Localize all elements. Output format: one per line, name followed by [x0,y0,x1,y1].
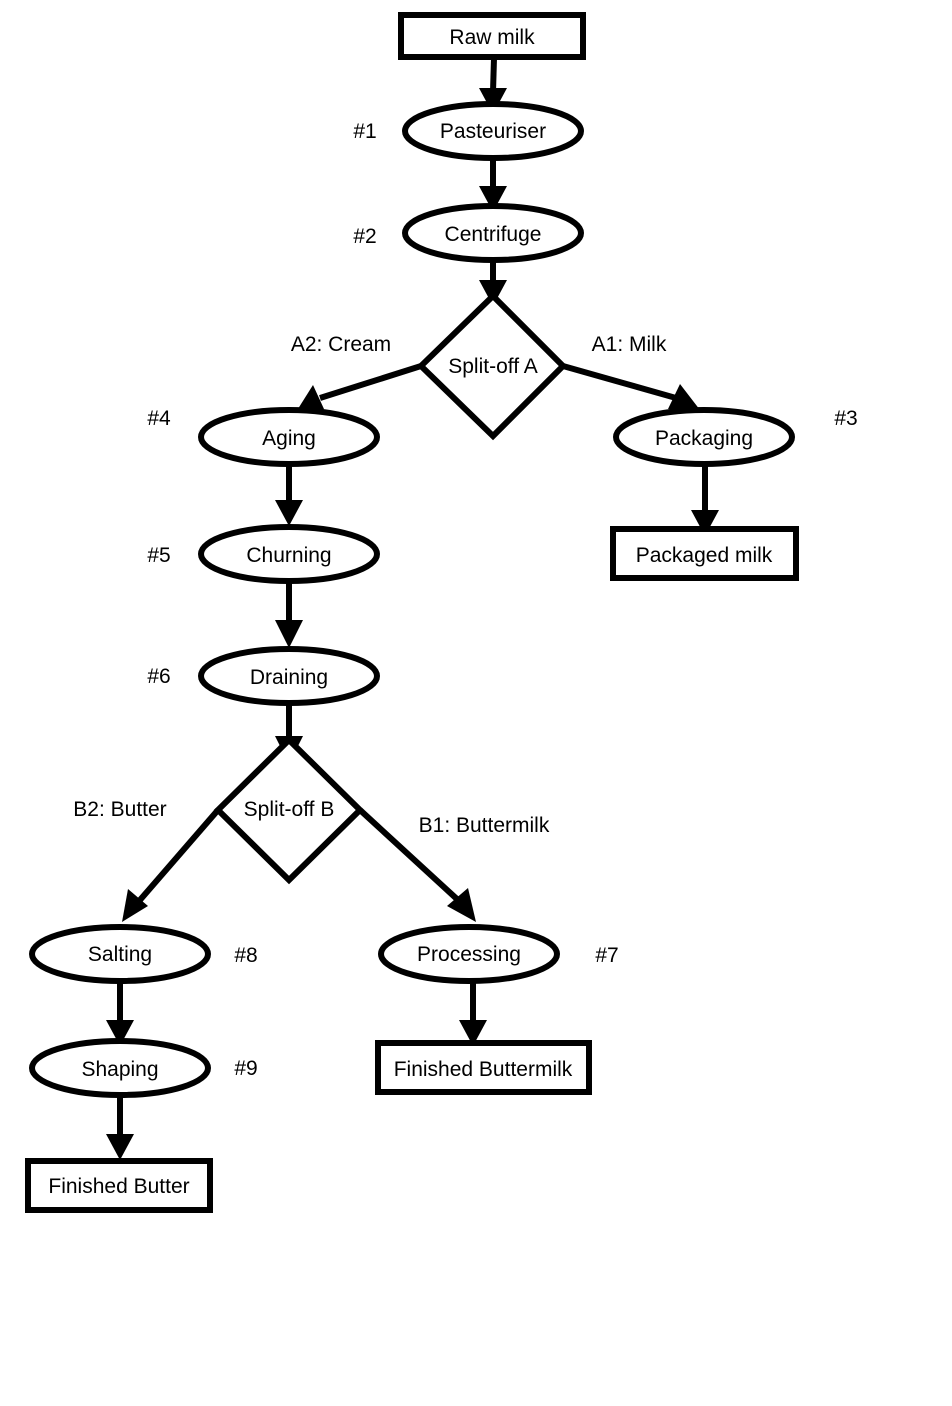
node-aging[interactable]: Aging [198,407,380,467]
node-label: Processing [417,943,521,966]
step-number: #6 [147,665,170,688]
node-salting[interactable]: Salting [29,924,211,984]
node-draining[interactable]: Draining [198,646,380,706]
edge-split-a-to-packaging [562,363,700,410]
node-shaping[interactable]: Shaping [29,1038,211,1098]
edge-label-b2: B2: Butter [73,798,166,821]
node-label: Packaging [655,427,753,450]
edge-churning-to-draining [275,578,303,648]
step-number: #9 [234,1057,257,1080]
node-finished-butter[interactable]: Finished Butter [25,1158,213,1213]
edge-split-a-to-aging [296,363,422,412]
step-number: #5 [147,544,170,567]
node-label: Centrifuge [445,223,542,246]
node-label: Salting [88,943,152,966]
edge-salting-to-shaping [106,978,134,1046]
step-number: #4 [147,407,171,430]
step-number: #2 [353,225,376,248]
node-label: Split-off B [244,798,335,821]
node-raw-milk[interactable]: Raw milk [398,12,586,60]
node-churning[interactable]: Churning [198,524,380,584]
node-packaging[interactable]: Packaging [613,407,795,467]
node-split-off-b[interactable]: Split-off B [213,735,365,885]
node-finished-buttermilk[interactable]: Finished Buttermilk [375,1040,592,1095]
step-number: #1 [353,120,376,143]
node-label: Split-off A [448,355,538,378]
step-number: #7 [595,944,618,967]
edge-aging-to-churning [275,460,303,526]
node-label: Packaged milk [636,544,773,567]
node-label: Pasteuriser [440,120,546,143]
step-number: #8 [234,944,257,967]
node-label: Draining [250,666,328,689]
edge-pasteuriser-to-centrifuge [479,156,507,212]
edge-split-b-to-processing [357,807,476,922]
node-centrifuge[interactable]: Centrifuge [402,203,584,263]
edge-split-b-to-salting [122,808,221,922]
node-processing[interactable]: Processing [378,924,560,984]
edge-processing-to-finished-buttermilk [459,978,487,1046]
node-label: Aging [262,427,316,450]
node-packaged-milk[interactable]: Packaged milk [610,526,799,581]
node-split-off-a[interactable]: Split-off A [416,291,568,441]
node-label: Finished Butter [48,1175,189,1198]
edge-packaging-to-packaged-milk [691,462,719,536]
node-label: Raw milk [449,26,535,49]
node-pasteuriser[interactable]: Pasteuriser [402,101,584,161]
step-number: #3 [834,407,857,430]
node-label: Shaping [81,1058,158,1081]
edge-label-b1: B1: Buttermilk [419,814,550,837]
edge-shaping-to-finished-butter [106,1094,134,1160]
edge-label-a2: A2: Cream [291,333,391,356]
node-label: Finished Buttermilk [394,1058,573,1081]
edge-label-a1: A1: Milk [592,333,667,356]
node-label: Churning [246,544,331,567]
